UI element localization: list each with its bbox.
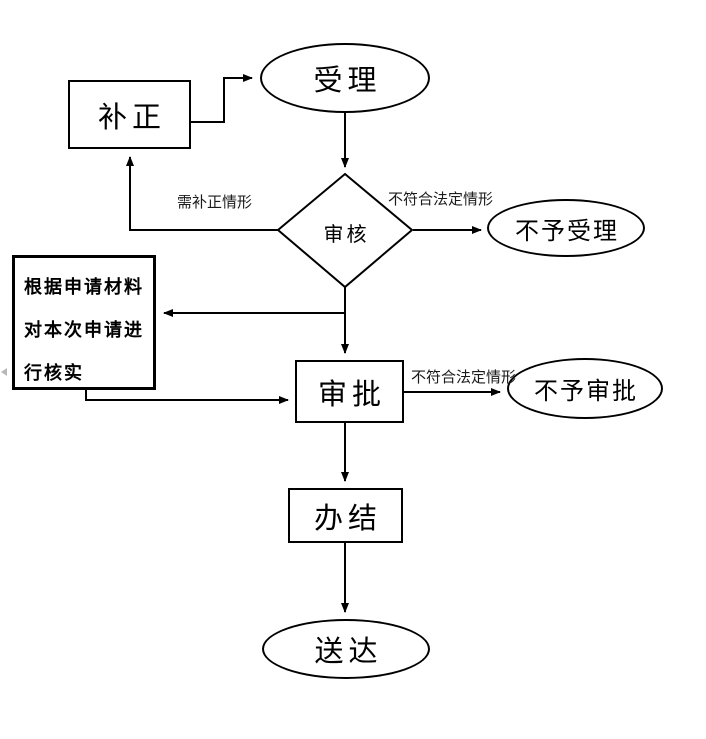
verify-line-3: 行核实 xyxy=(24,363,84,384)
verify-line-1: 根据申请材料 xyxy=(24,277,144,298)
node-approval-label: 审批 xyxy=(317,376,386,411)
edge-label-need-correction: 需补正情形 xyxy=(177,193,253,211)
node-reject-approval-label: 不予审批 xyxy=(534,377,638,405)
node-accept-ellipse: 受理 xyxy=(260,43,430,113)
edge-label-not-legal-review: 不符合法定情形 xyxy=(388,190,494,208)
verify-line-2: 对本次申请进 xyxy=(24,320,144,341)
node-deliver-label: 送达 xyxy=(314,634,383,668)
node-verify-rect: 根据申请材料 对本次申请进 行核实 xyxy=(12,255,156,390)
node-correction-rect: 补正 xyxy=(68,80,191,149)
node-reject-acceptance-ellipse: 不予受理 xyxy=(487,199,645,257)
node-deliver-ellipse: 送达 xyxy=(262,619,430,679)
edge-label-not-legal-approval: 不符合法定情形 xyxy=(411,368,517,386)
artifact-marker-triangle xyxy=(1,368,7,376)
node-reject-acceptance-label: 不予受理 xyxy=(515,216,619,245)
node-complete-rect: 办结 xyxy=(288,488,403,543)
node-approval-rect: 审批 xyxy=(295,360,404,423)
node-complete-label: 办结 xyxy=(313,500,382,535)
node-correction-label: 补正 xyxy=(97,99,166,134)
node-reject-approval-ellipse: 不予审批 xyxy=(507,358,663,419)
node-review-diamond xyxy=(276,172,414,289)
node-accept-label: 受理 xyxy=(313,63,382,97)
node-review-label: 审核 xyxy=(323,222,370,246)
